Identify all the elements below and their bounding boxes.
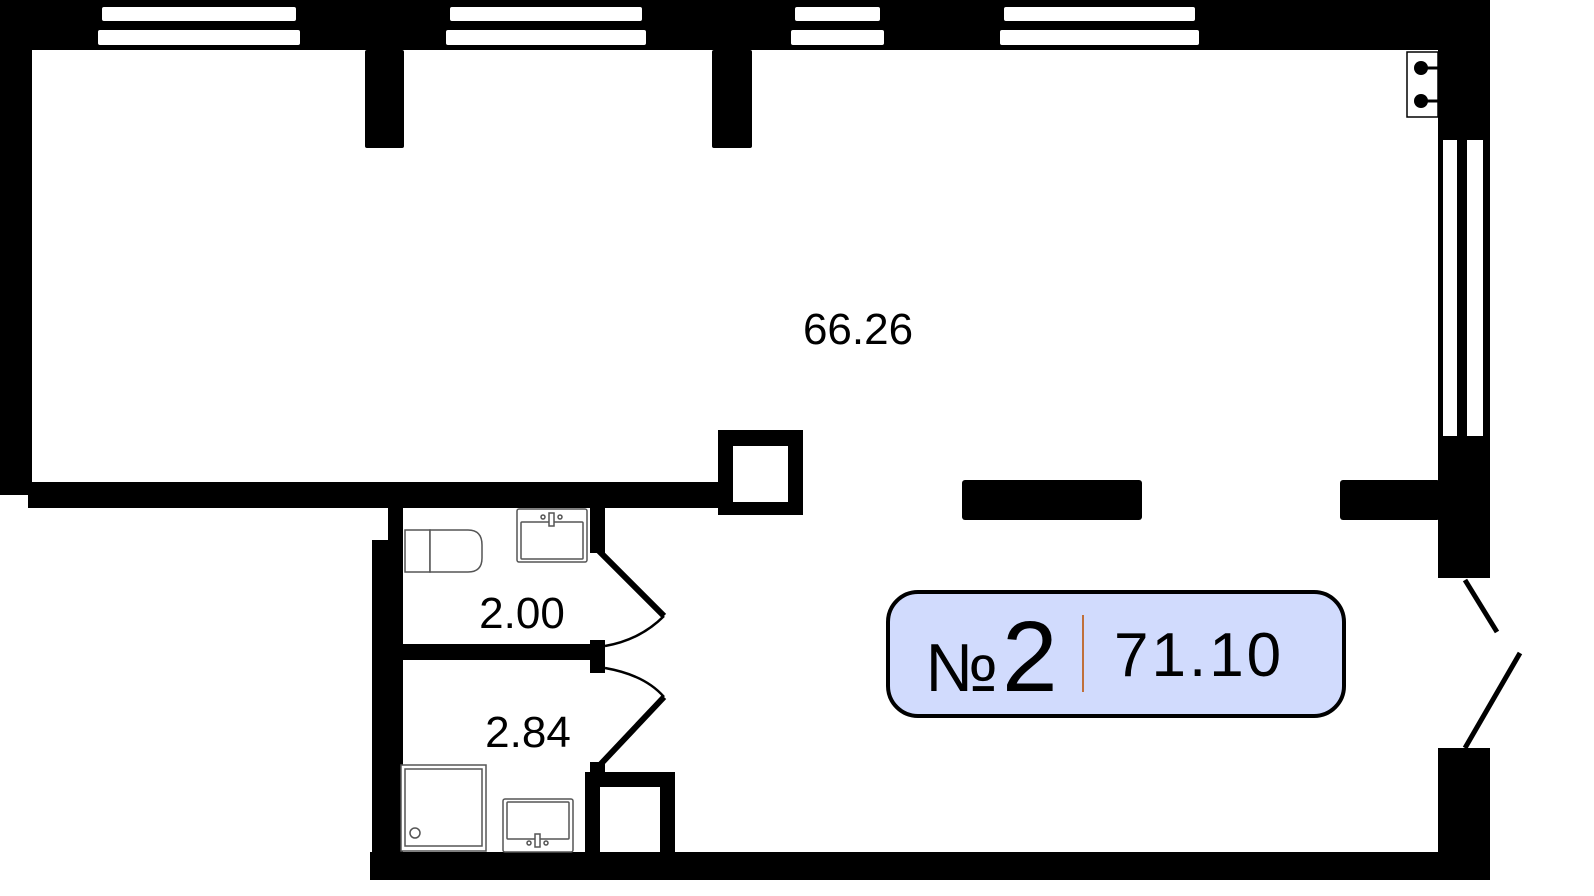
window (1004, 7, 1195, 21)
door-post (590, 508, 605, 553)
window-sill (98, 30, 300, 45)
radiator-icon (1406, 51, 1439, 118)
main-room-area: 66.26 (803, 305, 913, 354)
sink-icon (502, 798, 574, 853)
pillar (365, 50, 404, 148)
middle-wall (28, 482, 722, 508)
bathroom-divider (403, 644, 603, 660)
door-wc-icon (595, 547, 667, 648)
window (1443, 140, 1457, 436)
unit-badge-background (886, 590, 1346, 718)
entrance-door-icon (1462, 578, 1523, 750)
sink-icon (516, 508, 588, 563)
bathroom-area: 2.84 (485, 708, 571, 757)
windows-top (98, 7, 1199, 45)
bottom-wall (370, 852, 1490, 880)
window (450, 7, 642, 21)
shower-icon (400, 764, 487, 852)
window-sill (446, 30, 646, 45)
column-box-inner (733, 446, 788, 502)
window-right (1443, 140, 1483, 436)
toilet-icon (404, 529, 483, 573)
window-sill (791, 30, 884, 45)
unit-number: 2 (1002, 601, 1058, 713)
window-sill (1000, 30, 1199, 45)
bathroom-left-wall (372, 540, 403, 880)
unit-total-area: 71.10 (1114, 621, 1284, 690)
shaft-box-inner (600, 787, 660, 852)
window (102, 7, 296, 21)
left-wall (0, 0, 32, 495)
unit-number-prefix: № (925, 630, 998, 706)
pillar (712, 50, 752, 148)
door-bathroom-icon (595, 666, 667, 770)
wc-area: 2.00 (479, 589, 565, 638)
window-pane (1467, 140, 1483, 436)
bathroom-left-wall-top (388, 508, 403, 542)
partition-bar (1340, 480, 1440, 520)
window (795, 7, 880, 21)
unit-badge: № 2 71.10 (886, 590, 1346, 718)
walls (0, 0, 1490, 880)
partition-bar (962, 480, 1142, 520)
door-post (590, 640, 605, 673)
